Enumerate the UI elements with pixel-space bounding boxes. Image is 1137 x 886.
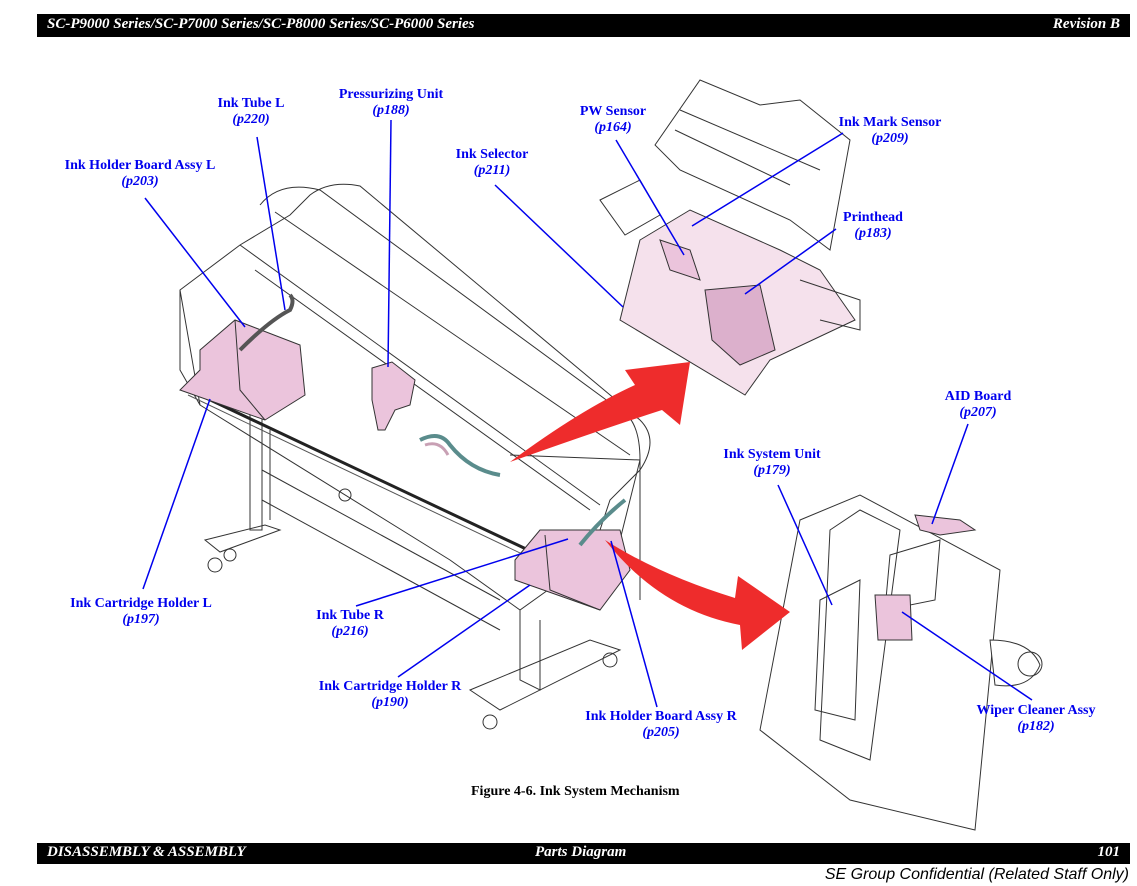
callout-page: (p211): [473, 163, 511, 178]
callout-name: Ink Mark Sensor: [838, 115, 942, 130]
leader-ink-selector: [494, 184, 624, 308]
leader-ink-mark-sensor: [691, 132, 844, 227]
callout-page: (p164): [594, 120, 632, 135]
callout-name: Printhead: [843, 210, 903, 225]
ink-system-unit: [759, 494, 1043, 831]
callout-page: (p190): [371, 695, 409, 710]
callout-name: Ink Selector: [455, 147, 529, 162]
callout-page: (p216): [331, 624, 369, 639]
red-arrow-lower: [605, 540, 790, 650]
callout-page: (p188): [372, 103, 410, 118]
callout-page: (p183): [854, 226, 892, 241]
ink-cartridge-holder-r: [514, 529, 631, 611]
leader-ink-system-unit: [777, 484, 833, 606]
document-title: SC-P9000 Series/SC-P7000 Series/SC-P8000…: [47, 16, 475, 32]
callout-name: Ink Cartridge Holder L: [70, 596, 212, 611]
callout-ink-system-unit: Ink System Unit (p179): [723, 447, 820, 479]
subsection-label: Parts Diagram: [535, 844, 627, 860]
callout-page: (p207): [959, 405, 997, 420]
callout-page: (p203): [121, 174, 159, 189]
confidential-notice: SE Group Confidential (Related Staff Onl…: [824, 866, 1129, 883]
leader-ink-cartridge-holder-r: [397, 584, 531, 678]
callout-name: Wiper Cleaner Assy: [976, 703, 1096, 718]
leader-ink-holder-board-l: [144, 197, 246, 328]
leader-printhead: [744, 228, 837, 295]
pressurizing-unit: [371, 361, 416, 431]
callout-page: (p205): [642, 725, 680, 740]
leader-ink-holder-board-r: [610, 540, 658, 708]
callout-name: Ink Holder Board Assy R: [585, 709, 737, 724]
callout-page: (p197): [122, 612, 160, 627]
leader-pw-sensor: [615, 139, 685, 256]
callout-page: (p182): [1017, 719, 1055, 734]
leader-pressurizing-unit: [387, 119, 392, 368]
callout-name: AID Board: [944, 389, 1012, 404]
callout-ink-selector: Ink Selector (p211): [456, 147, 529, 179]
leader-ink-tube-r: [355, 538, 569, 607]
ink-cartridge-holder-l: [179, 319, 306, 421]
callout-ink-tube-r: Ink Tube R (p216): [316, 608, 384, 640]
callout-ink-holder-board-assy-r: Ink Holder Board Assy R (p205): [585, 709, 736, 741]
callout-ink-tube-l: Ink Tube L (p220): [218, 96, 285, 128]
callout-page: (p179): [753, 463, 791, 478]
callout-name: Ink Tube L: [217, 96, 285, 111]
callout-ink-mark-sensor: Ink Mark Sensor (p209): [839, 115, 942, 147]
callout-name: Pressurizing Unit: [338, 87, 444, 102]
callout-name: Ink Cartridge Holder R: [318, 679, 462, 694]
revision-label: Revision B: [1052, 16, 1120, 32]
callout-page: (p220): [232, 112, 270, 127]
leader-ink-cartridge-holder-l: [142, 398, 211, 590]
callout-printhead: Printhead (p183): [843, 210, 903, 242]
printer-body: [179, 183, 651, 730]
callout-aid-board: AID Board (p207): [945, 389, 1012, 421]
leader-aid-board: [931, 423, 969, 525]
leader-wiper-cleaner: [901, 611, 1033, 701]
callout-pressurizing-unit: Pressurizing Unit (p188): [339, 87, 443, 119]
callout-ink-cartridge-holder-l: Ink Cartridge Holder L (p197): [70, 596, 212, 628]
callout-ink-cartridge-holder-r: Ink Cartridge Holder R (p190): [319, 679, 461, 711]
callout-page: (p209): [871, 131, 909, 146]
red-arrow-upper: [510, 362, 690, 462]
callout-ink-holder-board-assy-l: Ink Holder Board Assy L (p203): [65, 158, 216, 190]
callout-name: Ink System Unit: [723, 447, 821, 462]
carriage-assembly: [599, 79, 861, 396]
callout-wiper-cleaner-assy: Wiper Cleaner Assy (p182): [976, 703, 1095, 735]
footer-bar: DISASSEMBLY & ASSEMBLY Parts Diagram 101: [37, 843, 1130, 864]
callout-name: Ink Tube R: [316, 608, 384, 623]
section-label: DISASSEMBLY & ASSEMBLY: [47, 844, 246, 860]
callout-name: PW Sensor: [579, 104, 647, 119]
callout-pw-sensor: PW Sensor (p164): [580, 104, 646, 136]
page-number: 101: [1097, 844, 1121, 860]
leader-ink-tube-l: [256, 136, 286, 311]
callout-name: Ink Holder Board Assy L: [64, 158, 216, 173]
figure-caption: Figure 4-6. Ink System Mechanism: [471, 784, 680, 799]
header-bar: SC-P9000 Series/SC-P7000 Series/SC-P8000…: [37, 14, 1130, 37]
